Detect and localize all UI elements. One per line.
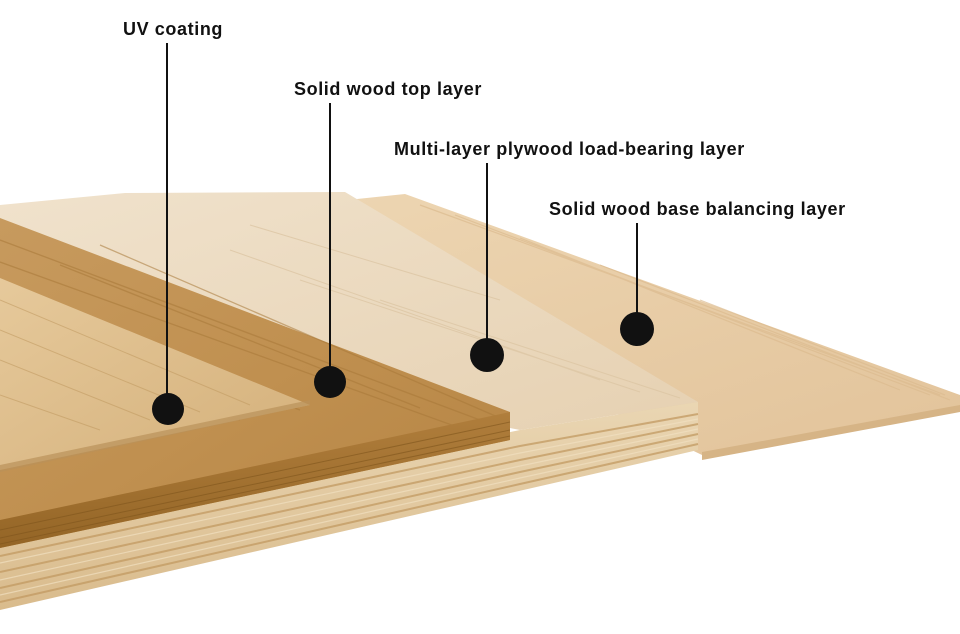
marker-base-balancing: [620, 312, 654, 346]
label-base-balancing-layer: Solid wood base balancing layer: [549, 199, 846, 219]
plywood-layer: [0, 192, 699, 610]
marker-plywood: [470, 338, 504, 372]
marker-dots: [152, 312, 654, 425]
marker-uv-coating: [152, 393, 184, 425]
label-uv-coating: UV coating: [123, 19, 224, 39]
marker-solid-top: [314, 366, 346, 398]
label-solid-wood-top-layer: Solid wood top layer: [294, 79, 483, 99]
uv-coating-layer: [0, 278, 310, 472]
leader-lines: [166, 43, 638, 402]
label-plywood-load-bearing-layer: Multi-layer plywood load-bearing layer: [394, 139, 745, 159]
